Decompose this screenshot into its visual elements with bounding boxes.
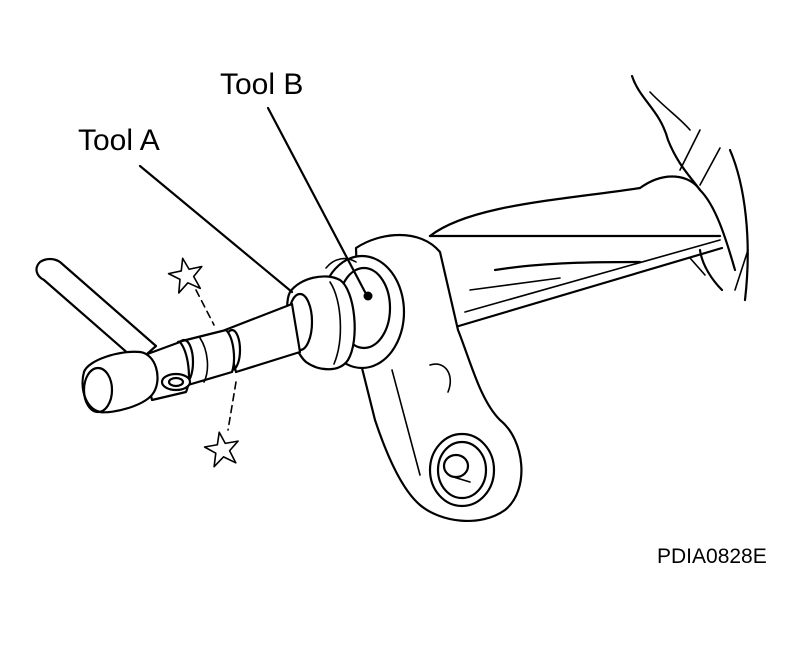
tool-b-label: Tool B <box>220 68 304 101</box>
upper-star-leader <box>195 289 215 326</box>
tool-a-shaft <box>173 302 302 387</box>
tool-a-label: Tool A <box>78 124 160 157</box>
leader-lines <box>138 106 367 431</box>
star-icon <box>167 257 203 294</box>
lower-star-leader <box>227 381 237 431</box>
tool-a-leader <box>138 164 294 294</box>
housing-body <box>630 74 749 302</box>
figure-code-label: PDIA0828E <box>657 545 767 568</box>
wrench-handle <box>35 257 159 414</box>
tool-a-collar <box>286 275 356 371</box>
axle-shaft <box>428 186 724 330</box>
tool-b-pointer-dot <box>363 291 373 301</box>
star-icon <box>203 431 239 468</box>
tool-b-leader <box>266 106 367 294</box>
